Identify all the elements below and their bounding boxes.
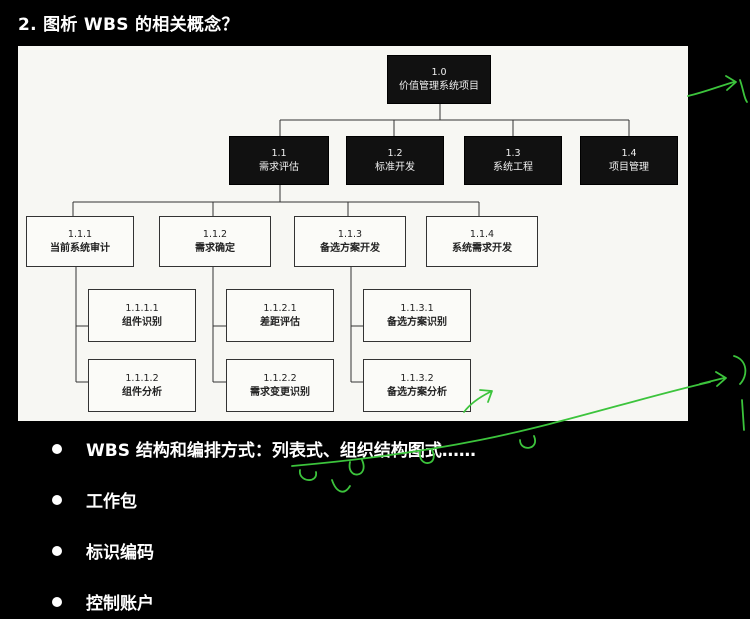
- wbs-node-1-1-2-1: 1.1.2.1 差距评估: [226, 289, 334, 342]
- list-item: 工作包: [52, 487, 476, 512]
- wbs-node-1-1-4: 1.1.4 系统需求开发: [426, 216, 538, 267]
- list-item-text: 工作包: [86, 492, 137, 512]
- list-item-text: WBS 结构和编排方式：列表式、组织结构图式……: [86, 441, 476, 461]
- annotation-scribble-top: [739, 79, 748, 103]
- wbs-connectors: [72, 104, 630, 383]
- node-label: 系统工程: [493, 161, 533, 173]
- wbs-node-1-3: 1.3 系统工程: [464, 136, 562, 185]
- node-number: 1.1.3: [337, 228, 363, 240]
- list-item: WBS 结构和编排方式：列表式、组织结构图式……: [52, 436, 476, 461]
- node-number: 1.1: [271, 147, 287, 159]
- node-label: 标准开发: [375, 161, 415, 173]
- wbs-node-1-1-2-2: 1.1.2.2 需求变更识别: [226, 359, 334, 412]
- wbs-node-1-1-3-1: 1.1.3.1 备选方案识别: [363, 289, 471, 342]
- node-number: 1.1.3.1: [400, 302, 434, 314]
- node-label: 组件识别: [122, 316, 162, 328]
- wbs-node-root: 1.0 价值管理系统项目: [387, 55, 491, 104]
- wbs-node-1-4: 1.4 项目管理: [580, 136, 678, 185]
- annotation-arrow-top: [687, 75, 737, 97]
- wbs-node-1-2: 1.2 标准开发: [346, 136, 444, 185]
- node-number: 1.1.2.2: [263, 372, 297, 384]
- node-number: 1.1.3.2: [400, 372, 434, 384]
- node-label: 组件分析: [122, 386, 162, 398]
- node-label: 需求确定: [195, 242, 235, 254]
- node-number: 1.1.2: [202, 228, 228, 240]
- list-item-text: 控制账户: [86, 594, 154, 614]
- list-item: 控制账户: [52, 589, 476, 614]
- node-number: 1.1.4: [469, 228, 495, 240]
- concept-list: WBS 结构和编排方式：列表式、组织结构图式…… 工作包 标识编码 控制账户: [52, 436, 476, 619]
- wbs-node-1-1-2: 1.1.2 需求确定: [159, 216, 271, 267]
- wbs-node-1-1-1-1: 1.1.1.1 组件识别: [88, 289, 196, 342]
- node-label: 差距评估: [260, 316, 300, 328]
- node-number: 1.1.1.2: [125, 372, 159, 384]
- node-number: 1.1.1: [67, 228, 93, 240]
- node-label: 价值管理系统项目: [399, 80, 479, 92]
- list-item-text: 标识编码: [86, 543, 154, 563]
- node-number: 1.2: [387, 147, 403, 159]
- annotation-scribble-right: [733, 355, 747, 431]
- wbs-node-1-1-1-2: 1.1.1.2 组件分析: [88, 359, 196, 412]
- bullet-icon: [52, 545, 62, 556]
- wbs-diagram: 1.0 价值管理系统项目 1.1 需求评估 1.2 标准开发 1.3 系统工程 …: [18, 46, 688, 421]
- wbs-node-1-1-3: 1.1.3 备选方案开发: [294, 216, 406, 267]
- node-label: 备选方案分析: [387, 386, 447, 398]
- node-label: 需求评估: [259, 161, 299, 173]
- wbs-node-1-1-3-2: 1.1.3.2 备选方案分析: [363, 359, 471, 412]
- node-number: 1.4: [621, 147, 637, 159]
- bullet-icon: [52, 494, 62, 505]
- node-label: 备选方案开发: [320, 242, 380, 254]
- node-label: 当前系统审计: [50, 242, 110, 254]
- node-number: 1.0: [431, 66, 447, 78]
- wbs-node-1-1-1: 1.1.1 当前系统审计: [26, 216, 134, 267]
- wbs-node-1-1: 1.1 需求评估: [229, 136, 329, 185]
- node-label: 项目管理: [609, 161, 649, 173]
- list-item: 标识编码: [52, 538, 476, 563]
- node-number: 1.1.1.1: [125, 302, 159, 314]
- bullet-icon: [52, 596, 62, 607]
- annotation-arrow-mid: [699, 371, 727, 387]
- node-label: 备选方案识别: [387, 316, 447, 328]
- node-number: 1.3: [505, 147, 521, 159]
- page-title: 2. 图析 WBS 的相关概念？: [18, 15, 239, 35]
- node-number: 1.1.2.1: [263, 302, 297, 314]
- bullet-icon: [52, 443, 62, 454]
- node-label: 系统需求开发: [452, 242, 512, 254]
- node-label: 需求变更识别: [250, 386, 310, 398]
